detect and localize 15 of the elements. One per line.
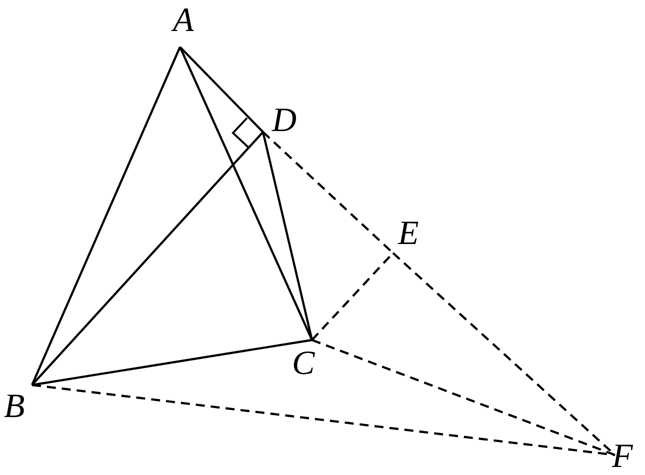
point-label: D	[272, 104, 297, 138]
line-segment	[179, 46, 313, 340]
point-label: A	[173, 4, 194, 38]
dashed-line	[32, 384, 616, 456]
point-label: C	[292, 347, 315, 381]
point-label: F	[612, 440, 633, 474]
point-label: B	[4, 390, 25, 424]
line-segment	[32, 338, 312, 386]
dashed-line	[262, 131, 394, 254]
line-segment	[31, 131, 264, 386]
dashed-line	[312, 338, 616, 456]
line-segment	[179, 46, 264, 133]
point-label: E	[398, 217, 419, 251]
line-segment	[31, 46, 181, 386]
line-segment	[262, 132, 314, 340]
